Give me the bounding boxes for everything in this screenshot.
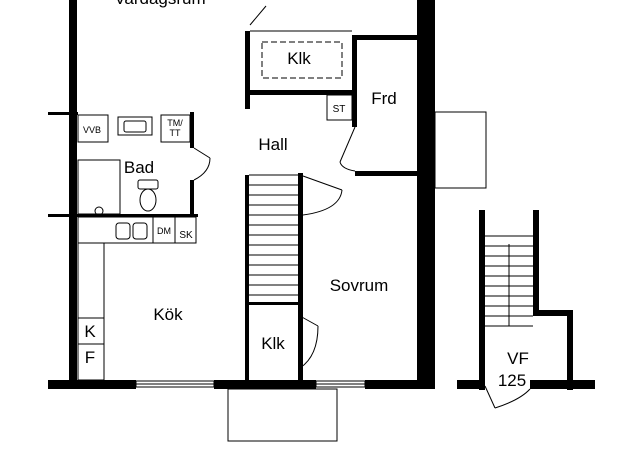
freezer-label: F	[85, 348, 95, 367]
kitchen-label: Kök	[153, 305, 183, 324]
walls	[48, 0, 595, 390]
frd-label: Frd	[371, 89, 397, 108]
lower-closet-label: Klk	[261, 334, 285, 353]
main-staircase	[249, 174, 298, 296]
st-label: ST	[333, 104, 346, 115]
hall-label: Hall	[258, 135, 287, 154]
storage-staircase	[485, 235, 533, 327]
vf-label: VF	[507, 349, 529, 368]
upper-closet-label: Klk	[287, 49, 311, 68]
tm-tt-label-line1: TM/	[167, 118, 183, 128]
tm-tt-label-line2: TT	[170, 128, 181, 138]
dm-label: DM	[157, 226, 171, 236]
doors	[193, 5, 531, 409]
balcony	[227, 388, 338, 442]
bathroom-label: Bad	[124, 158, 154, 177]
bedroom-label: Sovrum	[330, 276, 389, 295]
thin-lines	[77, 5, 533, 442]
entrance-porch	[434, 111, 487, 189]
sk-label: SK	[179, 230, 193, 241]
fridge-label: K	[84, 322, 96, 341]
living-room-label: Vardagsrum	[114, 0, 205, 8]
vf-area-label: 125	[498, 371, 526, 390]
vvb-label: VVB	[83, 125, 101, 135]
